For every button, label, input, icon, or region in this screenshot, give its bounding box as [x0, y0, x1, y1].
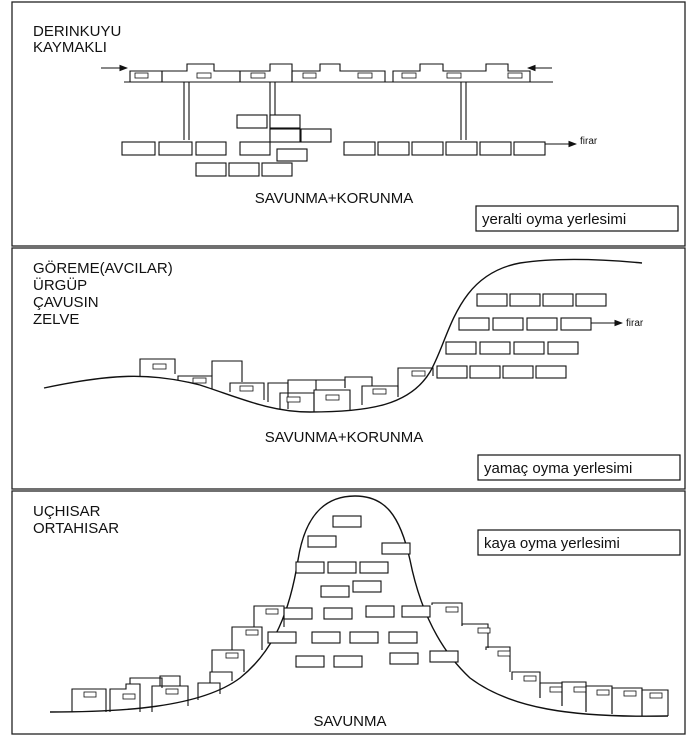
panel-rock-caption: SAVUNMA — [313, 713, 386, 730]
surface-houses — [129, 63, 531, 82]
panel-rock-frame — [11, 490, 686, 735]
panel-underground-label-box — [475, 205, 679, 232]
panel-rock-label: kaya oyma yerlesimi — [484, 535, 620, 552]
panel-underground-caption: SAVUNMA+KORUNMA — [255, 190, 414, 207]
panel-rock-title-2: ORTAHISAR — [33, 520, 119, 537]
panel-slope: GÖREME(AVCILAR) ÜRGÜP ÇAVUSIN ZELVE — [11, 247, 686, 490]
panel-rock-title-1: UÇHISAR — [33, 503, 101, 520]
panel-slope-caption: SAVUNMA+KORUNMA — [265, 429, 424, 446]
panel-rock: UÇHISAR ORTAHISAR kaya oyma yerlesimi — [11, 490, 686, 735]
panel-rock-label-box — [477, 529, 681, 556]
panel-underground-label: yeralti oyma yerlesimi — [482, 211, 626, 228]
panel-slope-label-box — [477, 454, 681, 481]
panel-slope-title-2: ÜRGÜP — [33, 276, 87, 294]
escape-label: firar — [580, 136, 598, 147]
panel-underground-frame — [11, 1, 686, 247]
panel-slope-title-4: ZELVE — [33, 311, 79, 328]
rock-dwellings-right — [431, 602, 669, 716]
rock-rooms — [267, 515, 459, 668]
slope-terrain — [43, 258, 643, 413]
panel-underground-title-1: DERINKUYU — [33, 23, 121, 40]
underground-rooms — [121, 114, 546, 177]
cliff-rooms — [436, 293, 607, 379]
slope-dwellings — [139, 358, 434, 412]
vertical-shafts — [183, 82, 467, 140]
rock-cone — [49, 495, 669, 717]
slope-escape-label: firar — [626, 318, 644, 329]
panel-underground-title-2: KAYMAKLI — [33, 39, 107, 56]
rock-dwellings-left — [71, 605, 285, 712]
panel-underground: DERINKUYU KAYMAKLI — [11, 1, 686, 247]
panel-slope-title-1: GÖREME(AVCILAR) — [33, 259, 173, 277]
panel-slope-label: yamaç oyma yerlesimi — [484, 460, 632, 477]
panel-slope-frame — [11, 247, 686, 490]
panel-slope-title-3: ÇAVUSIN — [33, 294, 99, 311]
